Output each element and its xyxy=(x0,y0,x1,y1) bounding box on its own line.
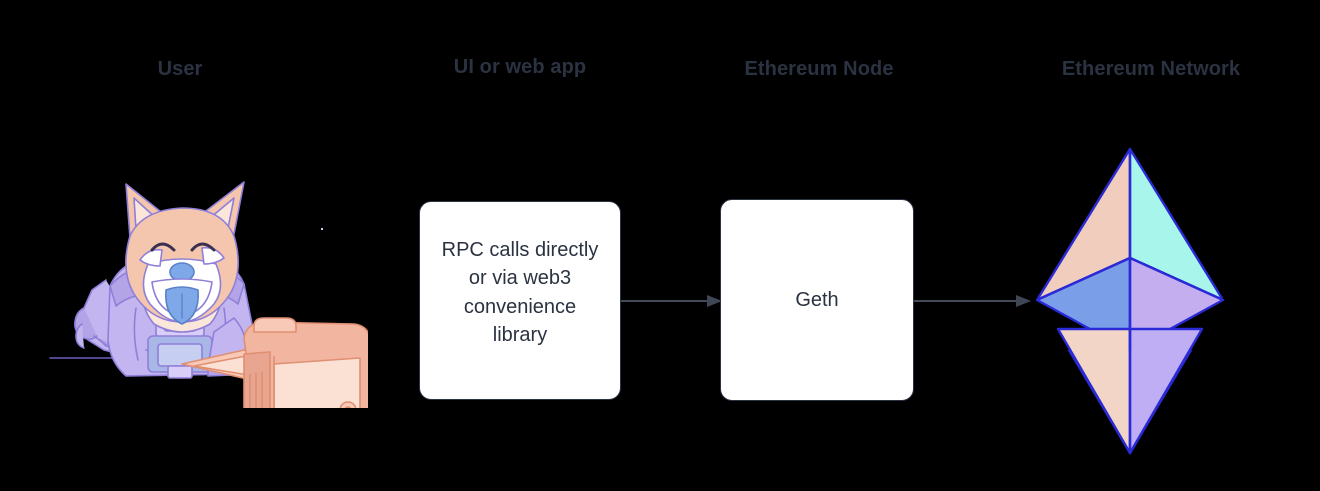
ethereum-logo xyxy=(1030,143,1232,459)
arrow-geth-to-ethereum-network xyxy=(914,295,1031,307)
column-header-ethereum-node: Ethereum Node xyxy=(744,58,894,80)
column-header-ethereum-network: Ethereum Network xyxy=(1061,58,1241,80)
arrow-rpc-to-geth xyxy=(621,295,722,307)
node-rpc-calls[interactable]: RPC calls directly or via web3 convenien… xyxy=(419,201,621,400)
ethereum-diamond-icon xyxy=(1032,147,1228,455)
column-header-user: User xyxy=(157,58,203,80)
column-header-ui-or-web-app: UI or web app xyxy=(453,56,587,78)
stray-pixel-dot xyxy=(321,228,323,230)
node-geth-label: Geth xyxy=(795,288,839,311)
node-geth[interactable]: Geth xyxy=(720,199,914,401)
shiba-inu-astronaut-icon xyxy=(49,181,371,429)
user-illustration xyxy=(48,168,371,429)
node-rpc-calls-label: RPC calls directly or via web3 convenien… xyxy=(441,238,599,346)
